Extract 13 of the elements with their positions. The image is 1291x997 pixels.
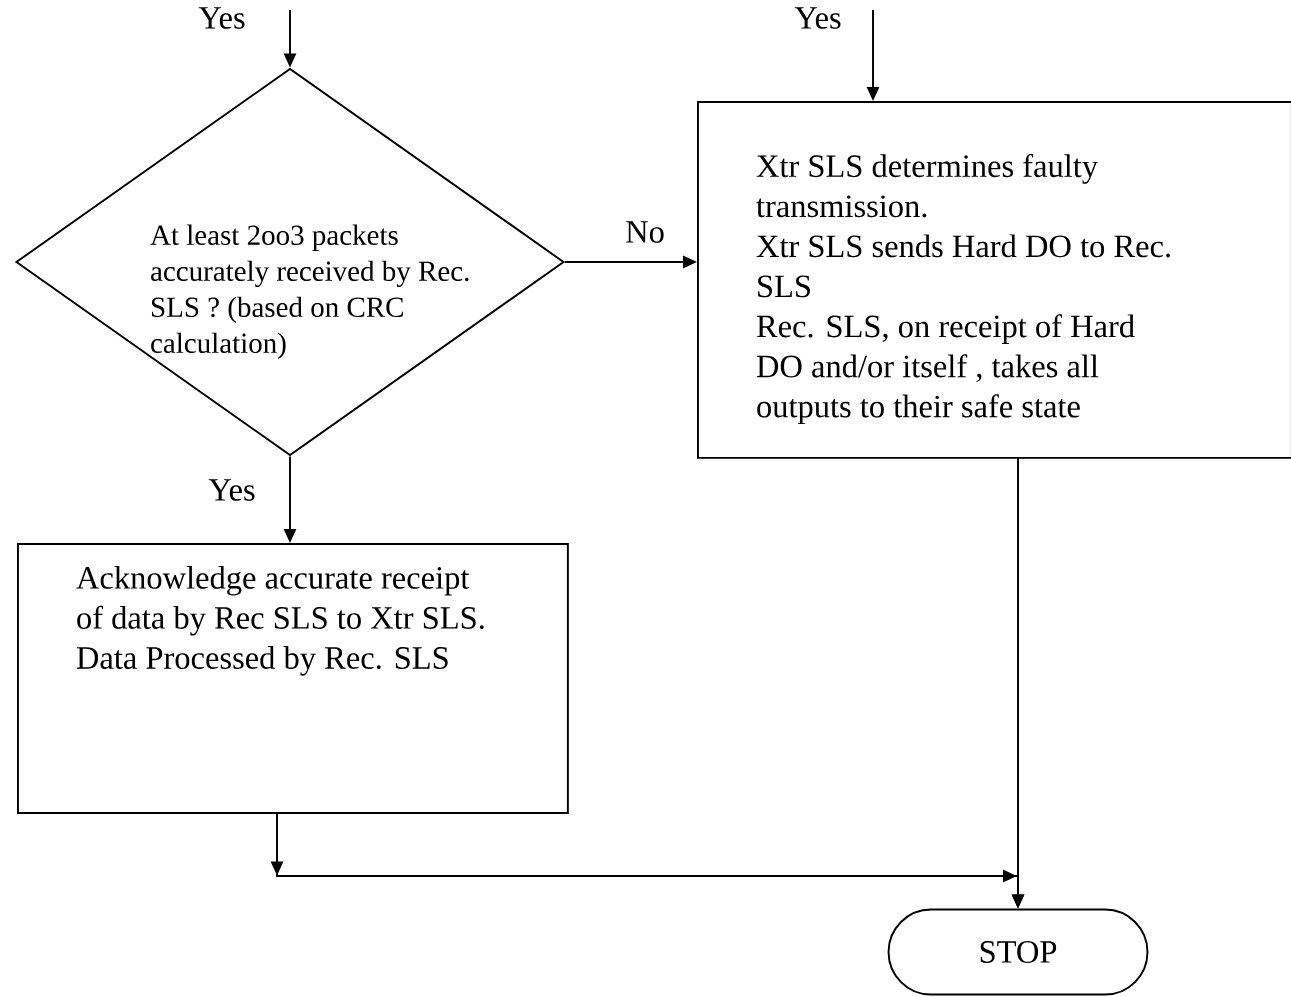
box-text: STOP bbox=[980, 941, 1057, 963]
edge-label: Yes bbox=[206, 477, 258, 503]
box-text: Acknowledge accurate receipt of data by Rec SLS to Xtr SLS. Data Processed by Rec. SLS bbox=[76, 565, 484, 676]
edge-label: No bbox=[623, 219, 667, 245]
box-text: Xtr SLS determines faulty transmission. bbox=[756, 153, 1098, 218]
box-text: At least 2oo3 packets accurately received by Rec. SLS ? (based on CRC calculation) bbox=[150, 224, 469, 359]
box-text: Xtr SLS sends Hard DO to Rec. SLS bbox=[756, 234, 1170, 298]
terminal-shape bbox=[887, 908, 1149, 996]
edge-label: Yes bbox=[792, 5, 844, 31]
edge-label: Yes bbox=[196, 5, 248, 31]
process-box bbox=[697, 101, 1291, 459]
box-text: Rec. SLS, on receipt of Hard DO and/or itself , takes all outputs to their safe state bbox=[756, 314, 1135, 425]
process-box bbox=[17, 543, 569, 814]
